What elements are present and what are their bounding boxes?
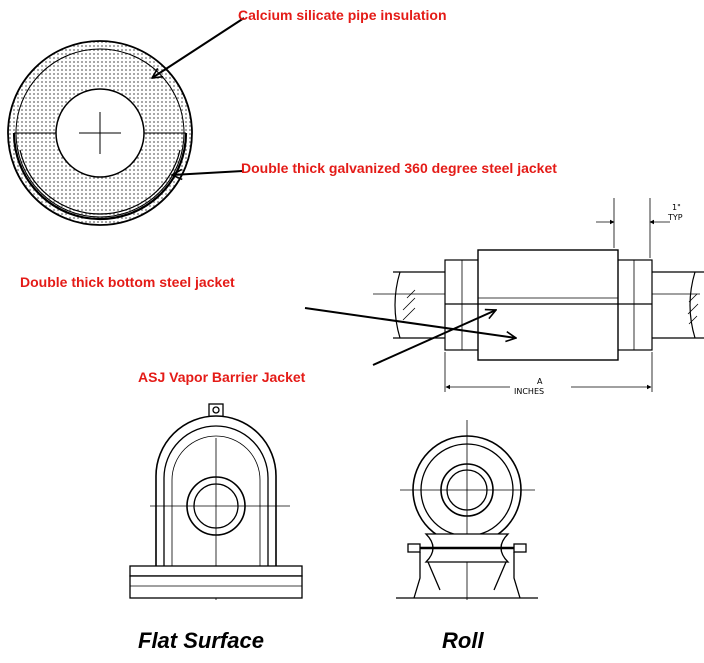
- pipe-cross-section: [7, 40, 193, 226]
- pipe-break-left: [394, 271, 401, 339]
- pipe-break-right: [689, 271, 696, 339]
- typ-dimension-value: 1": [672, 203, 681, 212]
- caption-flat-surface: Flat Surface: [138, 628, 264, 653]
- insulation-body: [477, 249, 619, 361]
- callout-bottom-jacket: Double thick bottom steel jacket: [20, 274, 235, 290]
- arrow-insulation: [152, 17, 245, 78]
- arrow-vapor-barrier: [372, 310, 496, 366]
- callout-vapor-barrier: ASJ Vapor Barrier Jacket: [138, 369, 306, 385]
- callout-arrows: [152, 17, 516, 366]
- arrow-galvanized-jacket: [172, 171, 244, 175]
- flat-surface-support: [129, 403, 303, 600]
- length-dimension-label: A: [537, 377, 543, 386]
- typ-dimension-label: TYP: [667, 213, 683, 222]
- roll-support: [396, 420, 538, 600]
- callout-insulation: Calcium silicate pipe insulation: [238, 7, 447, 23]
- length-dimension-unit: INCHES: [514, 387, 544, 396]
- callout-galvanized-jacket: Double thick galvanized 360 degree steel…: [241, 160, 557, 176]
- caption-roll: Roll: [442, 628, 484, 653]
- pipe-side-elevation: [373, 198, 704, 392]
- arrow-bottom-jacket: [304, 307, 516, 338]
